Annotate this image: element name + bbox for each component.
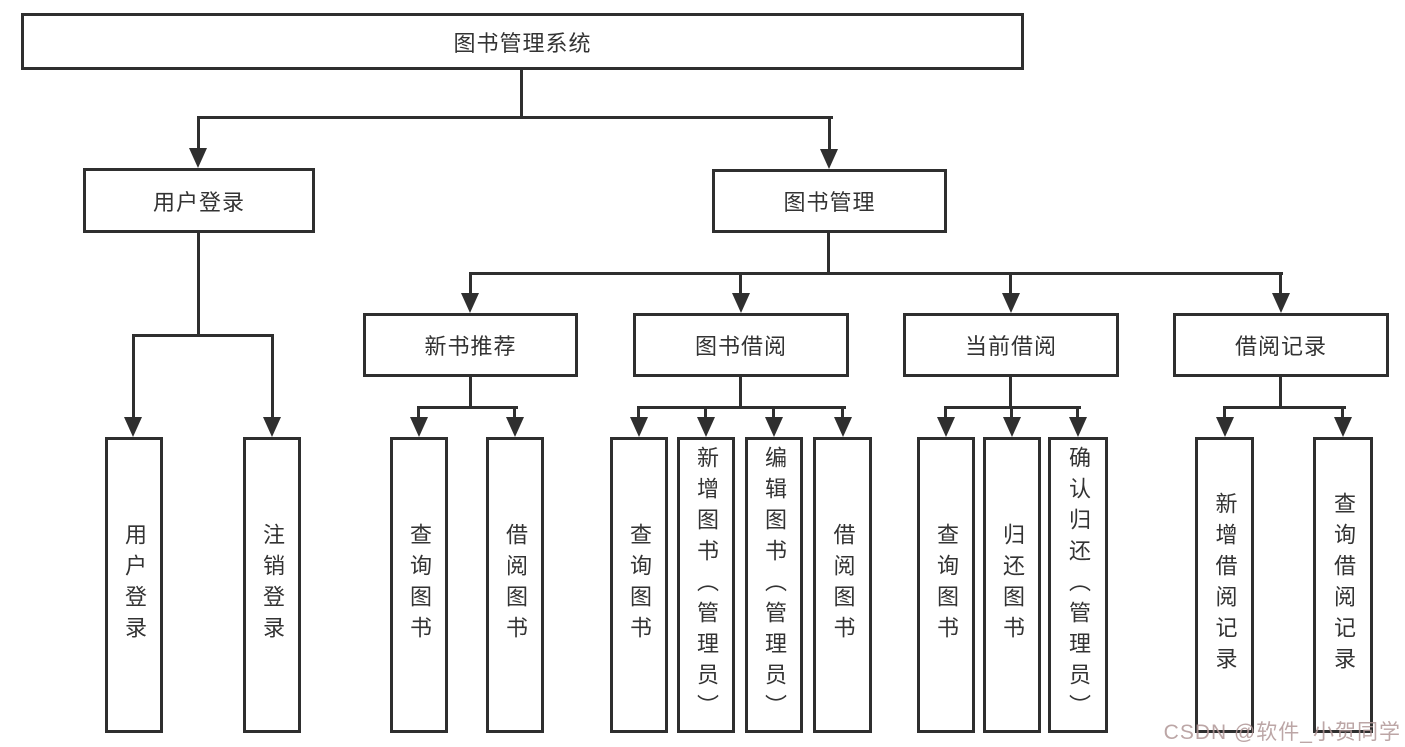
- leaf-borrow-add-book: 新增图书（管理员）: [677, 437, 735, 733]
- leaf-user-login: 用户登录: [105, 437, 163, 733]
- connector-line: [637, 406, 640, 419]
- node-book-borrow: 图书借阅: [633, 313, 849, 377]
- connector-line: [841, 406, 844, 419]
- leaf-newbook-query: 查询图书: [390, 437, 448, 733]
- connector-line: [739, 377, 742, 409]
- arrow-down-icon: [820, 149, 838, 169]
- leaf-newbook-borrow-label: 借阅图书: [503, 523, 528, 647]
- connector-line: [469, 272, 1283, 275]
- arrow-down-icon: [410, 417, 428, 437]
- connector-line: [469, 377, 472, 409]
- leaf-add-borrow-record-label: 新增借阅记录: [1212, 492, 1238, 678]
- leaf-return-book: 归还图书: [983, 437, 1041, 733]
- leaf-borrow-edit-book: 编辑图书（管理员）: [745, 437, 803, 733]
- arrow-down-icon: [124, 417, 142, 437]
- arrow-down-icon: [1216, 417, 1234, 437]
- leaf-user-login-label: 用户登录: [122, 523, 147, 647]
- arrow-down-icon: [937, 417, 955, 437]
- node-book-borrow-label: 图书借阅: [694, 334, 787, 359]
- connector-line: [520, 69, 523, 119]
- connector-line: [739, 272, 742, 295]
- node-user-login-label: 用户登录: [152, 189, 245, 215]
- arrow-down-icon: [834, 417, 852, 437]
- connector-line: [513, 406, 516, 419]
- node-root-label: 图书管理系统: [453, 30, 592, 56]
- connector-line: [132, 334, 274, 337]
- leaf-borrow-book: 借阅图书: [813, 437, 872, 733]
- node-root: 图书管理系统: [21, 13, 1024, 70]
- arrow-down-icon: [1334, 417, 1352, 437]
- leaf-current-query-label: 查询图书: [934, 523, 959, 647]
- leaf-confirm-return-label: 确认归还（管理员）: [1066, 445, 1091, 725]
- leaf-logout-label: 注销登录: [260, 523, 285, 647]
- leaf-add-borrow-record: 新增借阅记录: [1195, 437, 1254, 733]
- arrow-down-icon: [1003, 417, 1021, 437]
- connector-line: [827, 232, 830, 275]
- node-new-book-recommend-label: 新书推荐: [424, 334, 517, 359]
- arrow-down-icon: [189, 148, 207, 168]
- connector-line: [1009, 272, 1012, 295]
- arrow-down-icon: [630, 417, 648, 437]
- leaf-logout: 注销登录: [243, 437, 301, 733]
- leaf-newbook-query-label: 查询图书: [407, 523, 432, 647]
- leaf-borrow-query: 查询图书: [610, 437, 668, 733]
- connector-line: [271, 334, 274, 419]
- node-current-borrow: 当前借阅: [903, 313, 1119, 377]
- connector-line: [1076, 406, 1079, 419]
- connector-line: [1223, 406, 1346, 409]
- connector-line: [417, 406, 420, 419]
- arrow-down-icon: [1069, 417, 1087, 437]
- leaf-return-book-label: 归还图书: [1000, 523, 1025, 647]
- connector-line: [1279, 377, 1282, 409]
- node-borrow-record: 借阅记录: [1173, 313, 1389, 377]
- leaf-borrow-book-label: 借阅图书: [830, 523, 856, 647]
- connector-line: [772, 406, 775, 419]
- leaf-confirm-return: 确认归还（管理员）: [1048, 437, 1108, 733]
- leaf-borrow-query-label: 查询图书: [627, 523, 652, 647]
- connector-line: [197, 116, 200, 152]
- connector-line: [1279, 272, 1282, 295]
- node-borrow-record-label: 借阅记录: [1234, 334, 1327, 359]
- arrow-down-icon: [506, 417, 524, 437]
- connector-line: [132, 334, 135, 419]
- connector-line: [197, 233, 200, 337]
- leaf-query-borrow-record-label: 查询借阅记录: [1331, 492, 1356, 678]
- leaf-query-borrow-record: 查询借阅记录: [1313, 437, 1373, 733]
- connector-line: [944, 406, 947, 419]
- arrow-down-icon: [765, 417, 783, 437]
- connector-line: [828, 116, 831, 152]
- node-book-management: 图书管理: [712, 169, 947, 233]
- connector-line: [1341, 406, 1344, 419]
- leaf-borrow-add-book-label: 新增图书（管理员）: [694, 445, 719, 725]
- connector-line: [704, 406, 707, 419]
- csdn-watermark: CSDN @软件_小贺同学: [1163, 721, 1401, 744]
- arrow-down-icon: [461, 293, 479, 313]
- connector-line: [637, 406, 846, 409]
- node-new-book-recommend: 新书推荐: [363, 313, 578, 377]
- arrow-down-icon: [1272, 293, 1290, 313]
- arrow-down-icon: [697, 417, 715, 437]
- connector-line: [1009, 377, 1012, 409]
- node-book-management-label: 图书管理: [783, 190, 876, 215]
- leaf-newbook-borrow: 借阅图书: [486, 437, 544, 733]
- connector-line: [417, 406, 518, 409]
- arrow-down-icon: [1002, 293, 1020, 313]
- connector-line: [197, 116, 833, 119]
- leaf-current-query: 查询图书: [917, 437, 975, 733]
- node-current-borrow-label: 当前借阅: [964, 334, 1057, 359]
- node-user-login: 用户登录: [83, 168, 315, 233]
- connector-line: [1010, 406, 1013, 419]
- leaf-borrow-edit-book-label: 编辑图书（管理员）: [762, 445, 787, 725]
- connector-line: [1223, 406, 1226, 419]
- arrow-down-icon: [263, 417, 281, 437]
- arrow-down-icon: [732, 293, 750, 313]
- connector-line: [469, 272, 472, 295]
